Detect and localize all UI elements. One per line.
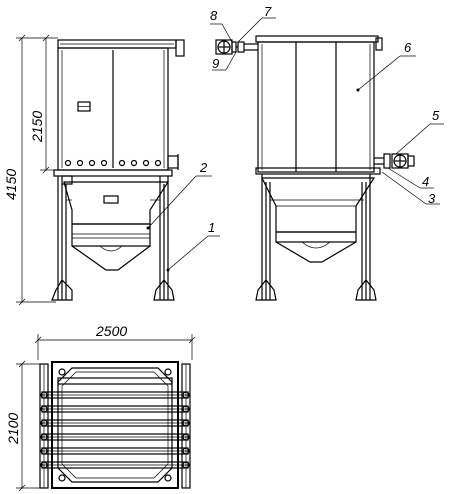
side-hopper-box: [275, 231, 357, 243]
side-view: 6 5 4 3 7 8: [210, 4, 444, 301]
front-hopper-hatch: [103, 195, 119, 204]
callout-3: 3: [381, 171, 440, 206]
front-hopper-cone: [71, 245, 151, 271]
callout-8-label: 8: [210, 8, 218, 23]
plan-pipe-ends: [40, 391, 190, 469]
front-side-pipe: [167, 155, 179, 169]
callout-3-label: 3: [428, 191, 436, 206]
front-valve: [61, 175, 73, 185]
dimension-2100-label: 2100: [5, 413, 21, 445]
plan-corner-bolts: [58, 368, 172, 482]
dimension-plan-width: 2500: [34, 323, 196, 360]
dimension-total-height: 4150: [3, 34, 58, 306]
front-support-legs: [51, 176, 175, 301]
plan-filter-rows: [41, 377, 189, 469]
callout-7-label: 7: [264, 4, 272, 19]
top-valve-assembly: [215, 39, 245, 55]
side-support-legs: [255, 174, 377, 301]
callout-8: 8: [210, 8, 233, 43]
front-top-pipe: [175, 39, 185, 57]
plan-octagon-hopper: [57, 367, 173, 483]
front-base-flange: [53, 169, 173, 177]
callout-2-label: 2: [199, 160, 208, 175]
dimension-upper-height: 2150: [29, 34, 56, 174]
front-hopper-box: [71, 223, 151, 247]
callout-1-label: 1: [208, 220, 215, 235]
callout-6: 6: [356, 40, 416, 92]
callout-1: 1: [166, 220, 220, 272]
side-hopper-cone: [275, 241, 357, 263]
callout-9-label: 9: [212, 56, 219, 71]
plan-view: 2500 2100: [5, 323, 196, 492]
front-nozzle-row: [64, 159, 162, 167]
dimension-plan-depth: 2100: [5, 360, 40, 492]
callout-6-label: 6: [404, 40, 412, 55]
callout-5-label: 5: [432, 108, 440, 123]
side-filter-body: [257, 41, 375, 173]
plan-frame: [51, 361, 179, 489]
side-valve-assembly: [374, 153, 415, 169]
dimension-2500-label: 2500: [95, 323, 127, 339]
side-base-flange: [255, 167, 381, 175]
dimension-4150-label: 4150: [3, 169, 19, 200]
callout-4-label: 4: [422, 174, 429, 189]
dimension-2150-label: 2150: [29, 111, 45, 143]
side-hopper-upper: [261, 177, 376, 233]
callout-5: 5: [395, 108, 444, 155]
side-top-flange: [255, 35, 379, 43]
callout-4: 4: [387, 167, 434, 189]
callout-9: 9: [212, 51, 237, 71]
callout-7: 7: [237, 4, 276, 43]
callout-2: 2: [146, 160, 212, 230]
front-view: 4150 2150 2 1: [3, 34, 220, 306]
